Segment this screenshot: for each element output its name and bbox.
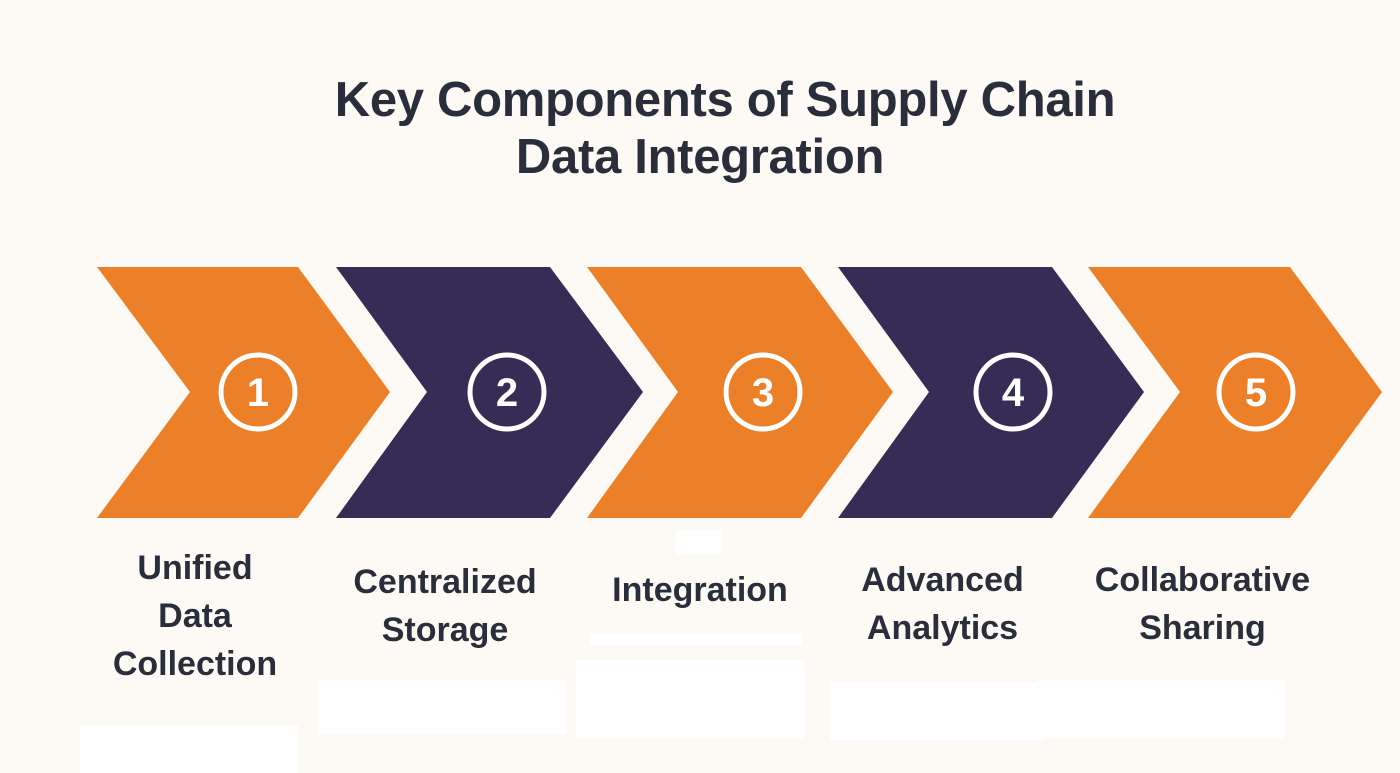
blank-patch bbox=[80, 725, 298, 773]
step-5-number: 5 bbox=[1245, 371, 1267, 415]
step-2-number-circle-icon bbox=[467, 352, 547, 432]
blank-patch bbox=[676, 530, 722, 554]
blank-patch bbox=[590, 633, 802, 645]
step-5-label: Collaborative Sharing bbox=[1094, 561, 1311, 647]
step-1-number-circle-icon bbox=[218, 352, 298, 432]
blank-patch bbox=[318, 680, 566, 734]
step-5-chevron: 5 bbox=[1088, 267, 1382, 518]
step-3-chevron: 3 bbox=[587, 267, 893, 518]
step-4-chevron: 4 bbox=[838, 267, 1144, 518]
blank-patch bbox=[576, 660, 804, 738]
title-line-2: Data Integration bbox=[515, 130, 885, 184]
step-4-number-circle-icon bbox=[973, 352, 1053, 432]
step-2-chevron: 2 bbox=[336, 267, 643, 518]
step-3-label: Integration bbox=[612, 571, 788, 609]
step-5-number-circle-icon bbox=[1216, 352, 1296, 432]
step-1-chevron: 1 bbox=[97, 267, 390, 518]
diagram-title: Key Components of Supply Chain Data Inte… bbox=[0, 72, 1400, 186]
step-1-number: 1 bbox=[247, 371, 269, 415]
blank-patch bbox=[1037, 680, 1284, 738]
step-3-number-circle-icon bbox=[723, 352, 803, 432]
step-4-label: Advanced Analytics bbox=[861, 561, 1024, 647]
step-2-label: Centralized Storage bbox=[353, 563, 537, 649]
blank-patch bbox=[830, 682, 1044, 740]
title-line-1: Key Components of Supply Chain bbox=[334, 73, 1116, 127]
step-4-number: 4 bbox=[1002, 371, 1025, 415]
step-3-number: 3 bbox=[752, 371, 774, 415]
step-1-label: Unified Data Collection bbox=[112, 549, 278, 683]
step-2-number: 2 bbox=[496, 371, 518, 415]
